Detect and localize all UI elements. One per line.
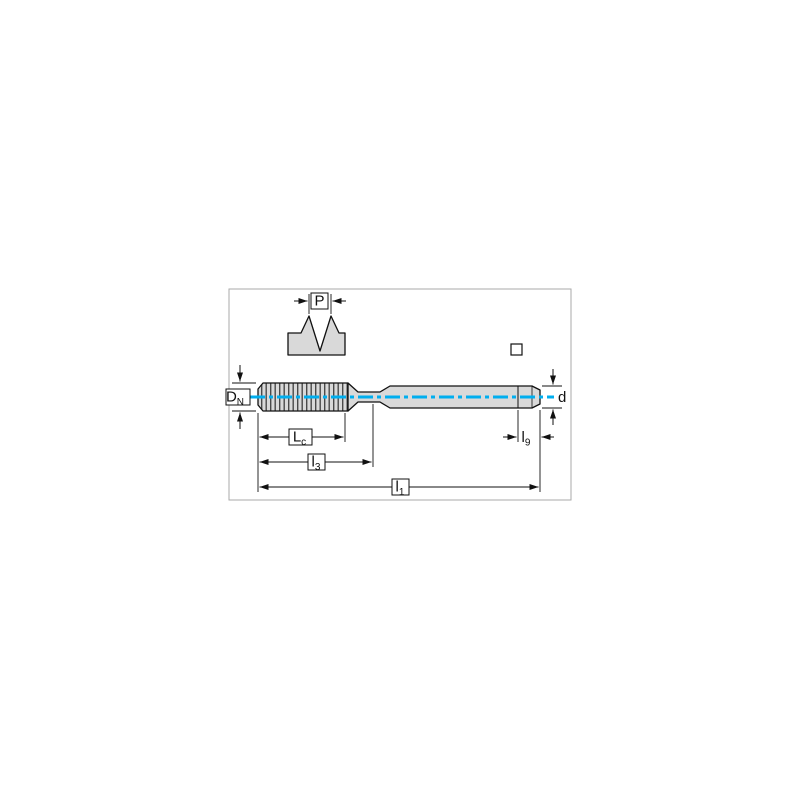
dim-nominal-diameter: DN — [225, 365, 256, 429]
dn-label: DN — [226, 389, 244, 409]
thread-profile-detail: P — [287, 292, 346, 356]
tap-body — [250, 343, 554, 412]
dim-chamfer-length: Lc — [259, 428, 344, 449]
pitch-label: P — [314, 293, 324, 310]
dim-square-length: l9 — [503, 429, 554, 449]
d-label: d — [558, 389, 566, 406]
dim-overall-length: l1 — [259, 478, 539, 499]
dn-label-box — [225, 388, 251, 406]
pitch-label-box — [310, 292, 329, 310]
dim-thread-length: l3 — [259, 453, 372, 474]
l1-label-box — [391, 478, 410, 496]
l3-label: l3 — [312, 454, 321, 474]
l9-label: l9 — [522, 429, 531, 449]
dim-shank-diameter: d — [542, 369, 566, 425]
l1-label: l1 — [396, 479, 405, 499]
lc-label: Lc — [293, 429, 306, 449]
l3-label-box — [307, 453, 326, 471]
lc-label-box — [288, 428, 313, 446]
square-drive-icon — [510, 343, 523, 356]
thread-profile-shape — [287, 315, 346, 356]
